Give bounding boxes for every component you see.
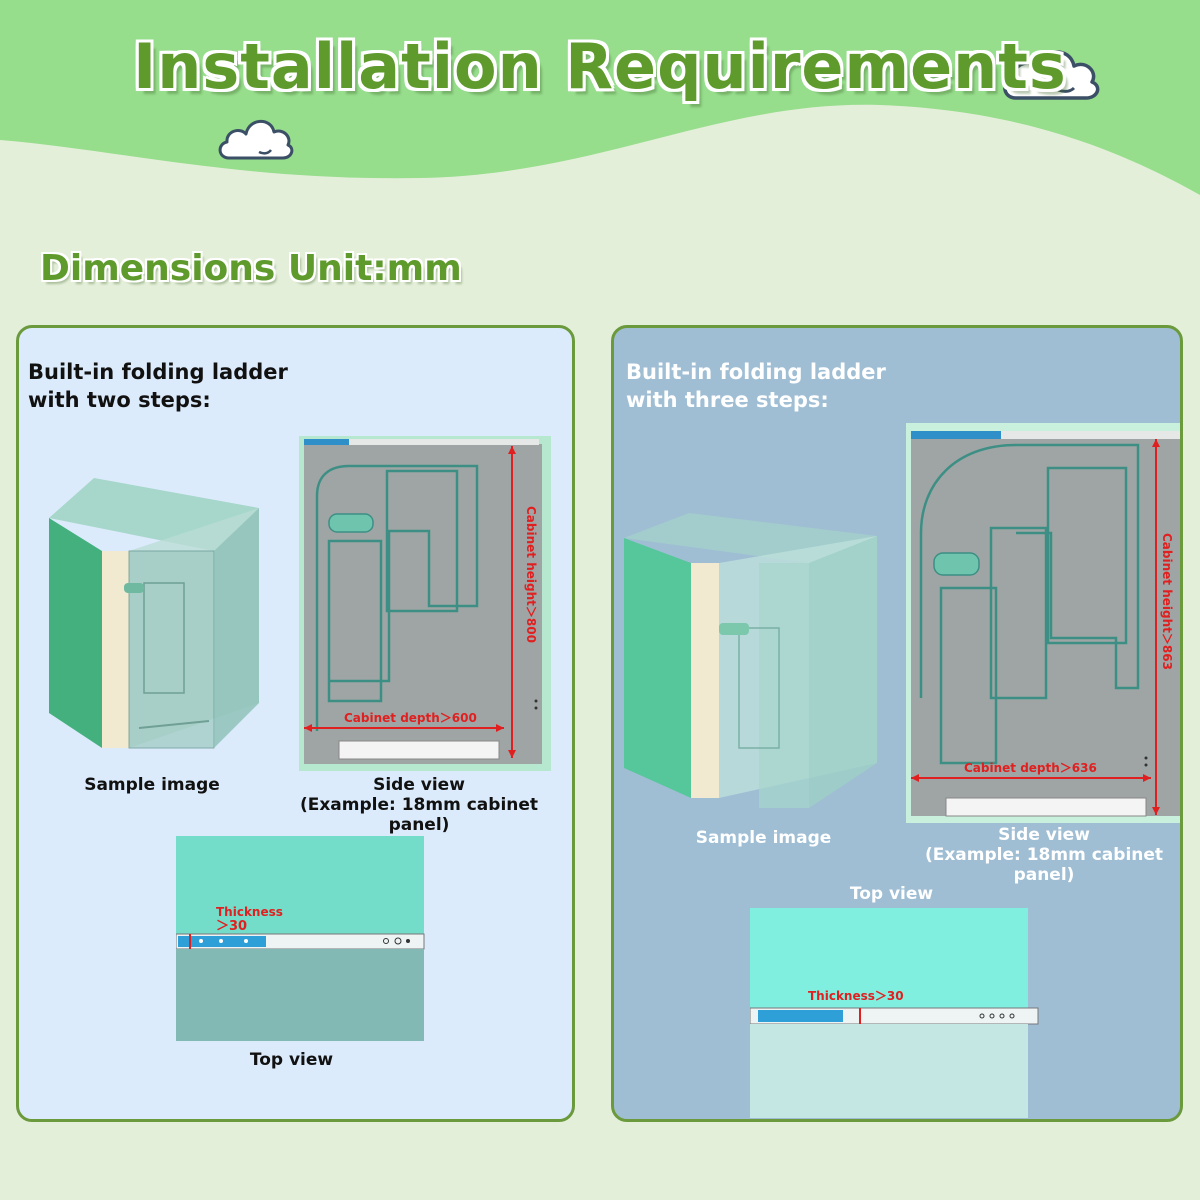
page-title: Installation Requirements [133, 30, 1067, 103]
left-side-caption-line2: (Example: 18mm cabinet panel) [299, 795, 539, 835]
left-top-view: Thickness ＞30 [176, 836, 425, 1041]
right-sample-caption: Sample image [695, 828, 832, 848]
dimensions-subtitle: Dimensions Unit:mm [40, 248, 462, 289]
right-sample-image [624, 513, 877, 808]
right-side-view: Cabinet height＞863 Cabinet depth＞636 [906, 423, 1180, 823]
right-side-caption-line1: Side view [998, 825, 1090, 845]
left-panel-title: Built-in folding ladder with two steps: [28, 358, 288, 414]
left-thickness-label-line2: ＞30 [216, 919, 247, 934]
left-cabinet-height-label: Cabinet height＞800 [524, 506, 538, 643]
right-top-view: Thickness＞30 [750, 908, 1039, 1118]
right-panel-title-line1: Built-in folding ladder [626, 360, 886, 384]
left-sample-image [49, 478, 259, 749]
right-panel-title-line2: with three steps: [626, 388, 829, 412]
left-panel-title-line1: Built-in folding ladder [28, 360, 288, 384]
right-panel-title: Built-in folding ladder with three steps… [626, 358, 886, 414]
cloud-icon [218, 119, 294, 160]
right-thickness-label: Thickness＞30 [808, 989, 904, 1003]
cloud-icon [1003, 50, 1100, 100]
right-side-caption: Side view (Example: 18mm cabinet panel) [899, 825, 1180, 885]
left-side-view: Cabinet height＞800 Cabinet depth＞600 [299, 436, 551, 771]
right-side-caption-line2: (Example: 18mm cabinet panel) [924, 845, 1164, 885]
left-sample-caption: Sample image [84, 775, 220, 795]
left-panel-title-line2: with two steps: [28, 388, 211, 412]
right-cabinet-height-label: Cabinet height＞863 [1160, 533, 1174, 670]
left-side-caption-line1: Side view [373, 775, 465, 795]
right-cabinet-depth-label: Cabinet depth＞636 [964, 761, 1097, 775]
left-panel-two-steps: Built-in folding ladder with two steps: … [16, 325, 575, 1122]
left-cabinet-depth-label: Cabinet depth＞600 [344, 711, 477, 725]
left-thickness-label-line1: Thickness [216, 905, 283, 919]
left-top-caption: Top view [249, 1050, 334, 1070]
left-side-caption: Side view (Example: 18mm cabinet panel) [274, 775, 564, 835]
header-background [0, 0, 1200, 195]
right-top-caption: Top view [849, 884, 934, 904]
right-panel-three-steps: Built-in folding ladder with three steps… [611, 325, 1183, 1122]
